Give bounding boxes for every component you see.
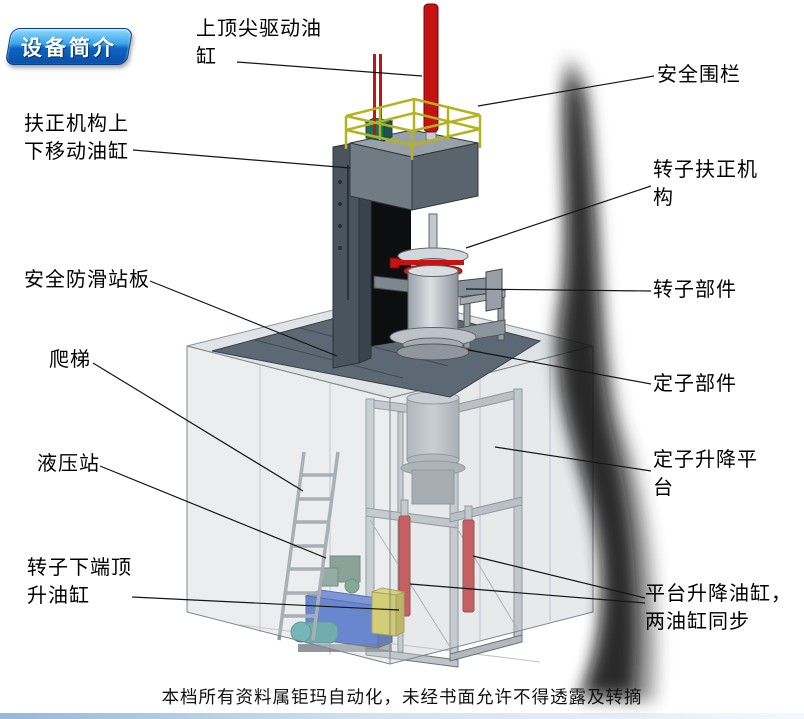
top-drive-cylinder <box>373 3 439 141</box>
copyright-footer: 本档所有资料属钜玛自动化，未经书面允许不得透露及转摘 <box>161 687 643 707</box>
label-top-drive-cylinder: 上顶尖驱动油缸 <box>196 18 322 68</box>
leader-hydraulic <box>99 465 327 559</box>
label-centering-cylinder: 扶正机构上下移动油缸 <box>24 113 129 163</box>
label-antislip-board: 安全防滑站板 <box>24 269 150 291</box>
label-ladder: 爬梯 <box>49 349 91 371</box>
rotor-assembly <box>373 213 503 361</box>
leader-ladder <box>92 362 304 492</box>
enclosure-walls <box>186 345 594 665</box>
label-hydraulic-station: 液压站 <box>37 453 100 475</box>
smoke-shadow <box>553 58 657 702</box>
hydraulic-station <box>290 555 406 652</box>
label-stator-platform: 定子升降平台 <box>653 449 758 499</box>
leader-lines <box>92 61 655 611</box>
leader-rotor-jack <box>131 596 400 611</box>
leader-stator-platform <box>494 446 652 472</box>
label-rotor-jack-cylinder: 转子下端顶升油缸 <box>27 557 132 607</box>
bottom-accent-strip <box>0 713 804 719</box>
leader-safety-fence <box>477 75 655 107</box>
leader-centering-cyl <box>132 149 351 169</box>
leader-platform-cyl-a <box>472 555 646 599</box>
leader-platform-cyl-b <box>409 583 646 604</box>
label-stator-part: 定子部件 <box>653 373 737 395</box>
title-badge-label: 设备简介 <box>21 35 117 60</box>
leader-rotor-centering <box>465 185 652 249</box>
ladder <box>277 451 340 641</box>
leader-stator-part <box>467 349 652 385</box>
label-platform-cylinders: 平台升降油缸，两油缸同步 <box>645 583 792 633</box>
title-badge: 设备简介 <box>4 28 134 65</box>
label-safety-fence: 安全围栏 <box>657 64 741 86</box>
stator-assembly <box>400 391 466 505</box>
leader-top-cylinder <box>236 61 423 77</box>
leader-rotor-part <box>465 288 652 292</box>
safety-railing <box>344 97 482 160</box>
label-rotor-centering: 转子扶正机构 <box>653 159 758 209</box>
label-rotor-part: 转子部件 <box>653 279 737 301</box>
leader-antislip <box>149 280 338 357</box>
